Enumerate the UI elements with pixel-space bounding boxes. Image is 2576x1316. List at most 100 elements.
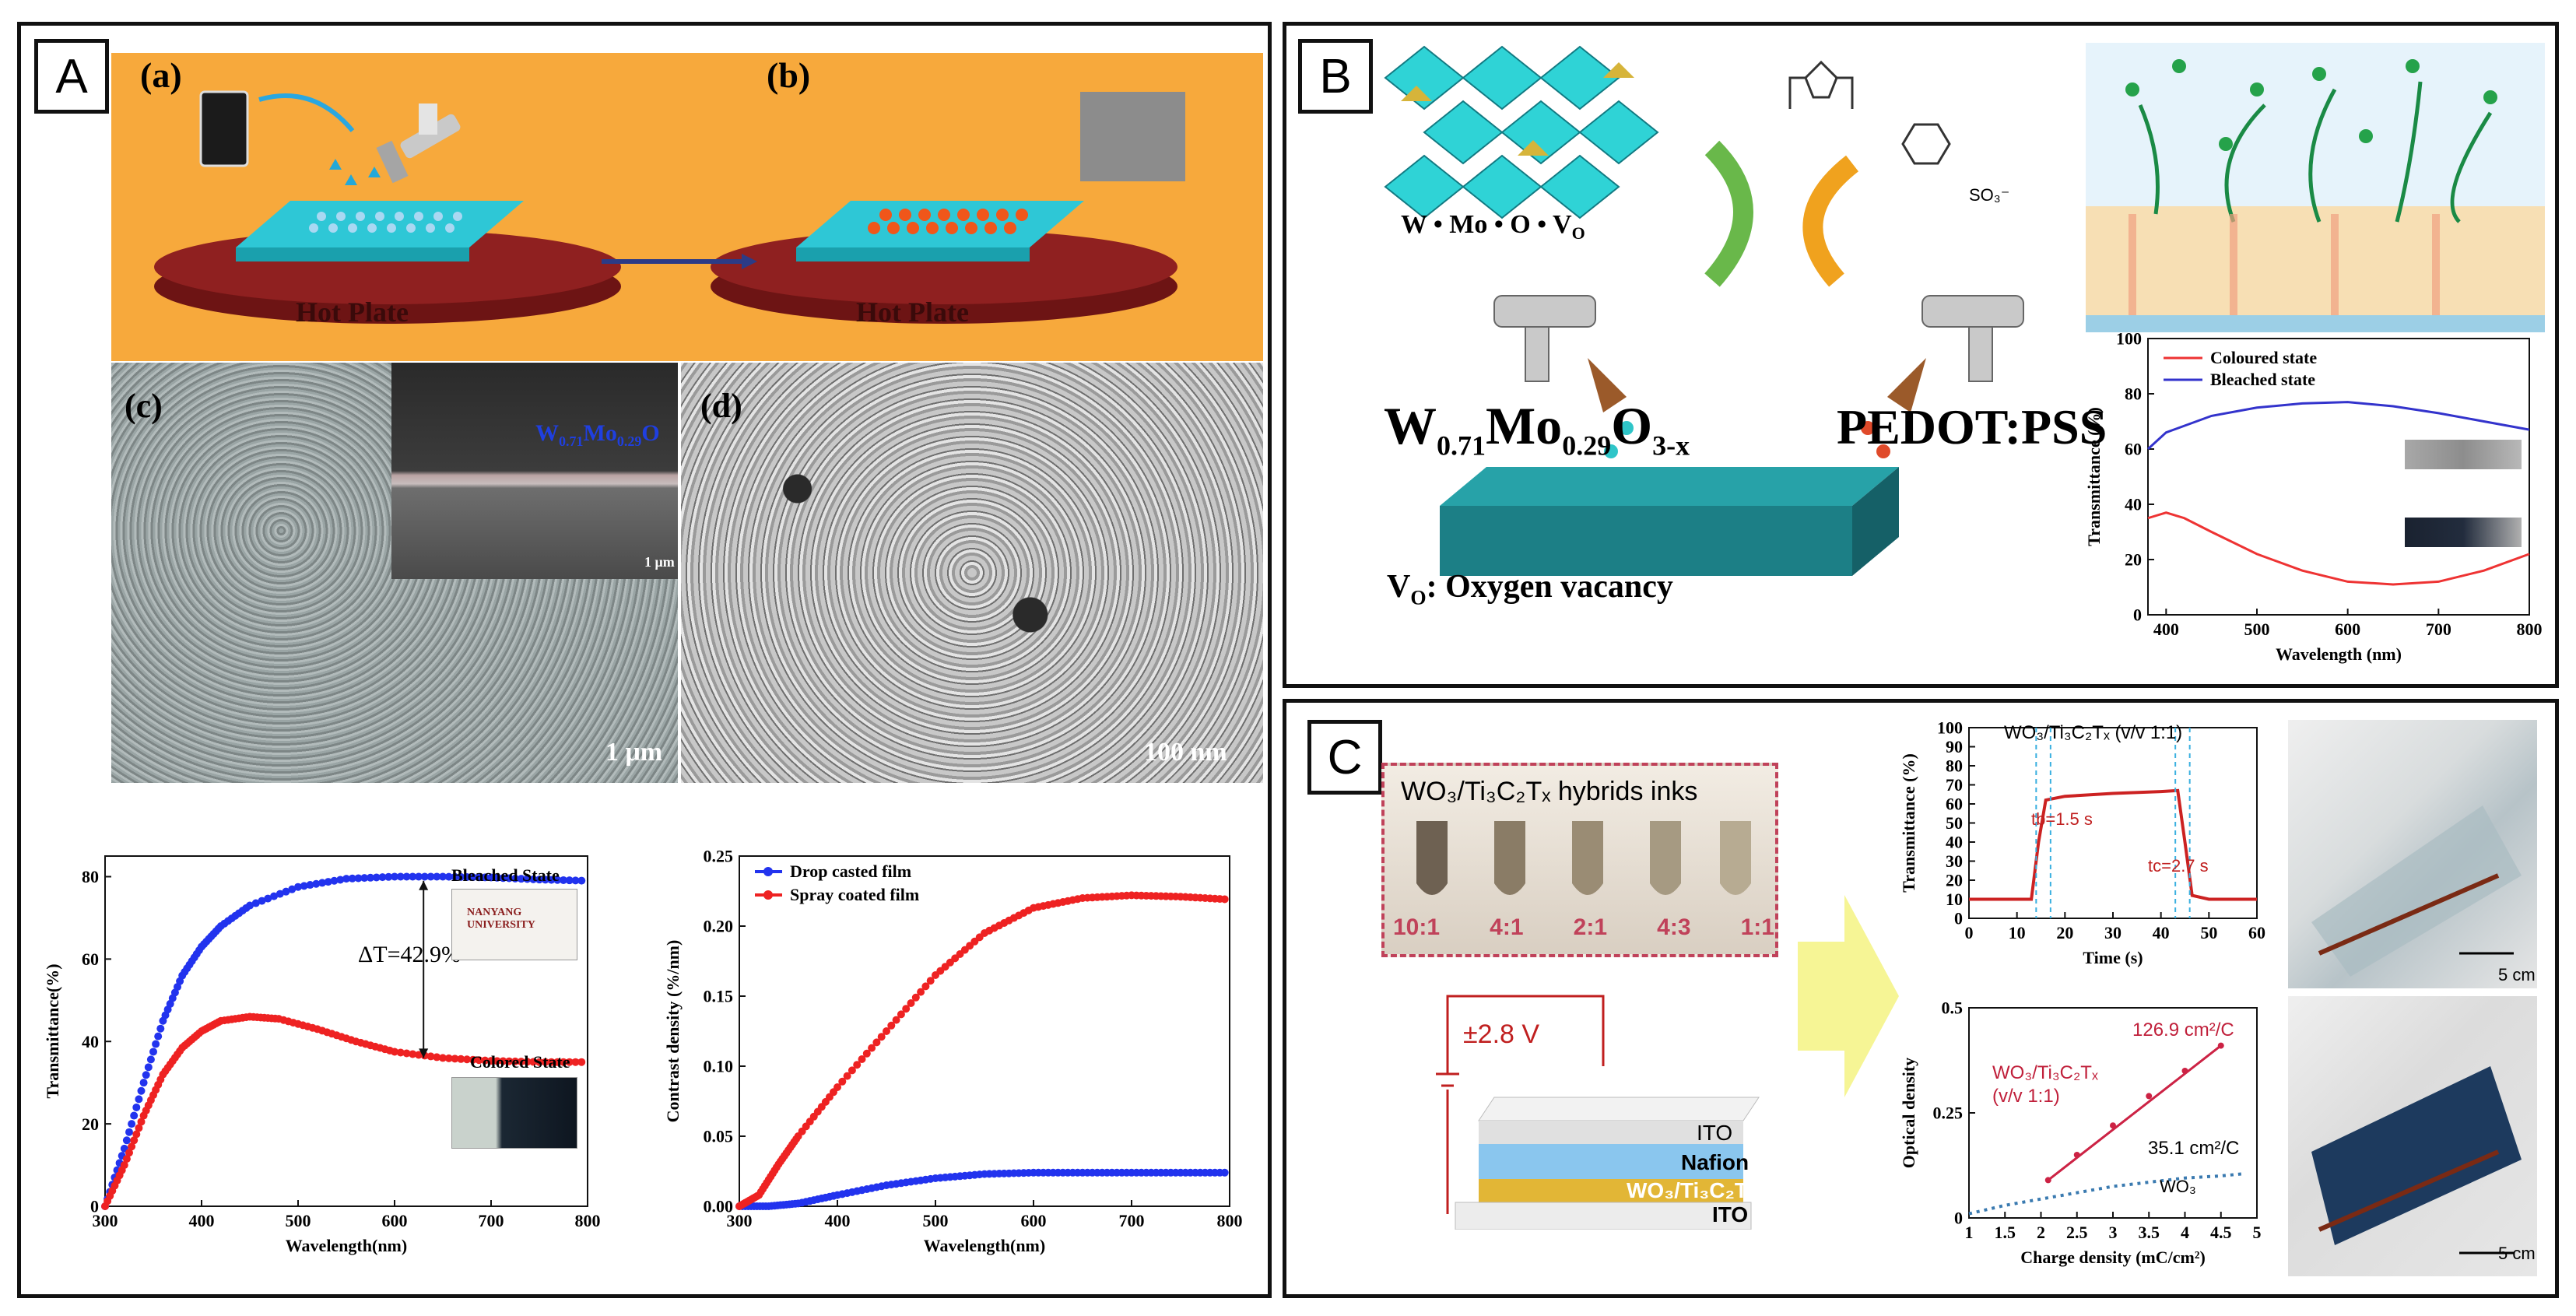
data-point — [511, 1057, 519, 1065]
data-point — [911, 993, 920, 1002]
data-point — [858, 1055, 866, 1063]
plot-frame — [2147, 338, 2530, 616]
y-tick-label: 40 — [1946, 833, 1963, 852]
data-point — [457, 1055, 465, 1063]
data-point — [2181, 1068, 2188, 1074]
panel-c-tag: C — [1307, 720, 1382, 795]
formula-mo: Mo — [583, 420, 617, 446]
data-point — [142, 1071, 150, 1079]
y-tick-label: 80 — [82, 867, 99, 886]
step-b-label: (b) — [767, 55, 811, 95]
legend-label: Coloured state — [2210, 348, 2317, 367]
formula-w: W — [535, 420, 559, 446]
c-ratio-3: 2:1 — [1573, 914, 1608, 940]
c-bottom-label2: WO₃ — [2160, 1177, 2196, 1196]
legend-swatch-dot — [763, 890, 773, 900]
plot-frame — [104, 855, 588, 1207]
sem-c-label: (c) — [125, 387, 163, 425]
data-point — [877, 1033, 886, 1041]
data-point — [843, 1072, 851, 1080]
y-tick-label: 0.25 — [704, 847, 734, 866]
c-photo-bottom-scale: 5 cm — [2498, 1244, 2536, 1263]
b-swatch-bleached — [2405, 440, 2522, 469]
data-point — [535, 1058, 543, 1066]
data-point — [270, 892, 278, 900]
x-tick-label: 50 — [2200, 923, 2217, 942]
inset-scale: 1 μm — [644, 554, 675, 570]
data-point — [258, 897, 266, 905]
x-tick-label: 20 — [2056, 923, 2073, 942]
y-tick-label: 40 — [2125, 495, 2142, 514]
legend-label: Spray coated film — [790, 885, 919, 904]
data-point — [505, 1057, 514, 1065]
y-tick-label: 100 — [2116, 329, 2142, 349]
data-point — [120, 1161, 128, 1170]
data-point — [511, 874, 519, 883]
data-point — [2110, 1122, 2116, 1129]
data-point — [137, 1086, 146, 1095]
data-point — [1220, 1168, 1229, 1177]
data-point — [282, 887, 290, 896]
x-tick-label: 700 — [2426, 619, 2451, 639]
data-point — [493, 1057, 501, 1065]
data-point — [517, 875, 525, 883]
data-point — [312, 879, 321, 888]
b-atoms-sub: O — [1571, 223, 1585, 243]
y-tick-label: 0 — [1954, 909, 1963, 928]
x-tick-label: 60 — [2248, 923, 2265, 942]
delta-t-arrowhead-up — [419, 880, 429, 890]
formula-mo-sub: 0.29 — [616, 433, 642, 449]
c-inks-title: WO₃/Ti₃C₂Tₓ hybrids inks — [1401, 777, 1698, 806]
y-tick-label: 0.5 — [1942, 998, 1964, 1018]
data-point — [132, 1130, 141, 1139]
data-point — [342, 875, 350, 883]
b-formula-mo-sub: 0.29 — [1562, 430, 1612, 461]
y-tick-label: 70 — [1946, 775, 1963, 795]
data-point — [475, 1056, 483, 1065]
x-tick-label: 800 — [575, 1211, 601, 1230]
y-tick-label: 90 — [1946, 737, 1963, 756]
x-tick-label: 2 — [2037, 1223, 2045, 1242]
x-tick-label: 30 — [2104, 923, 2122, 942]
plot-frame — [1968, 727, 2258, 919]
b-atoms: W • Mo • O • V — [1401, 210, 1572, 239]
sem-image-d — [681, 363, 1263, 783]
data-point — [149, 1048, 157, 1056]
c-top-label: WO₃/Ti₃C₂Tₓ (v/v 1:1) — [2004, 722, 2183, 743]
x-tick-label: 400 — [825, 1211, 851, 1230]
data-point — [444, 1054, 453, 1062]
y-tick-label: 50 — [1946, 813, 1963, 833]
y-tick-label: 60 — [82, 949, 99, 969]
c-bottom-val1: 126.9 cm²/C — [2132, 1019, 2234, 1041]
data-point — [451, 1055, 459, 1063]
data-point — [517, 1058, 525, 1066]
c-ratio-1: 10:1 — [1393, 914, 1441, 940]
a1-inset-photo-bottom — [451, 1077, 577, 1149]
data-point — [451, 872, 459, 881]
y-tick-label: 20 — [1946, 871, 1963, 890]
x-tick-label: 0 — [1965, 923, 1974, 942]
a1-inset-photo-top — [451, 889, 577, 960]
data-point — [139, 1079, 148, 1087]
data-point — [921, 982, 930, 991]
y-tick-label: 0 — [2133, 605, 2142, 625]
data-point — [426, 872, 435, 881]
data-point — [420, 872, 429, 881]
data-point — [577, 876, 586, 885]
b-formula-w-sub: 0.71 — [1437, 430, 1486, 461]
y-axis-label: Transmittance(%) — [43, 963, 62, 1098]
y-tick-label: 0.25 — [1933, 1104, 1964, 1123]
b-swatch-coloured — [2405, 518, 2522, 547]
data-point — [897, 1010, 905, 1019]
data-point — [565, 876, 574, 885]
y-tick-label: 0.05 — [704, 1127, 734, 1146]
data-point — [892, 1016, 900, 1024]
data-point — [565, 1058, 574, 1066]
data-point — [154, 1032, 163, 1041]
data-point — [853, 1061, 862, 1069]
x-axis-label: Charge density (mC/cm²) — [2020, 1248, 2206, 1267]
b-atom-legend: W • Mo • O • VO — [1401, 210, 1585, 244]
y-tick-label: 100 — [1937, 718, 1963, 738]
data-point — [264, 894, 272, 903]
